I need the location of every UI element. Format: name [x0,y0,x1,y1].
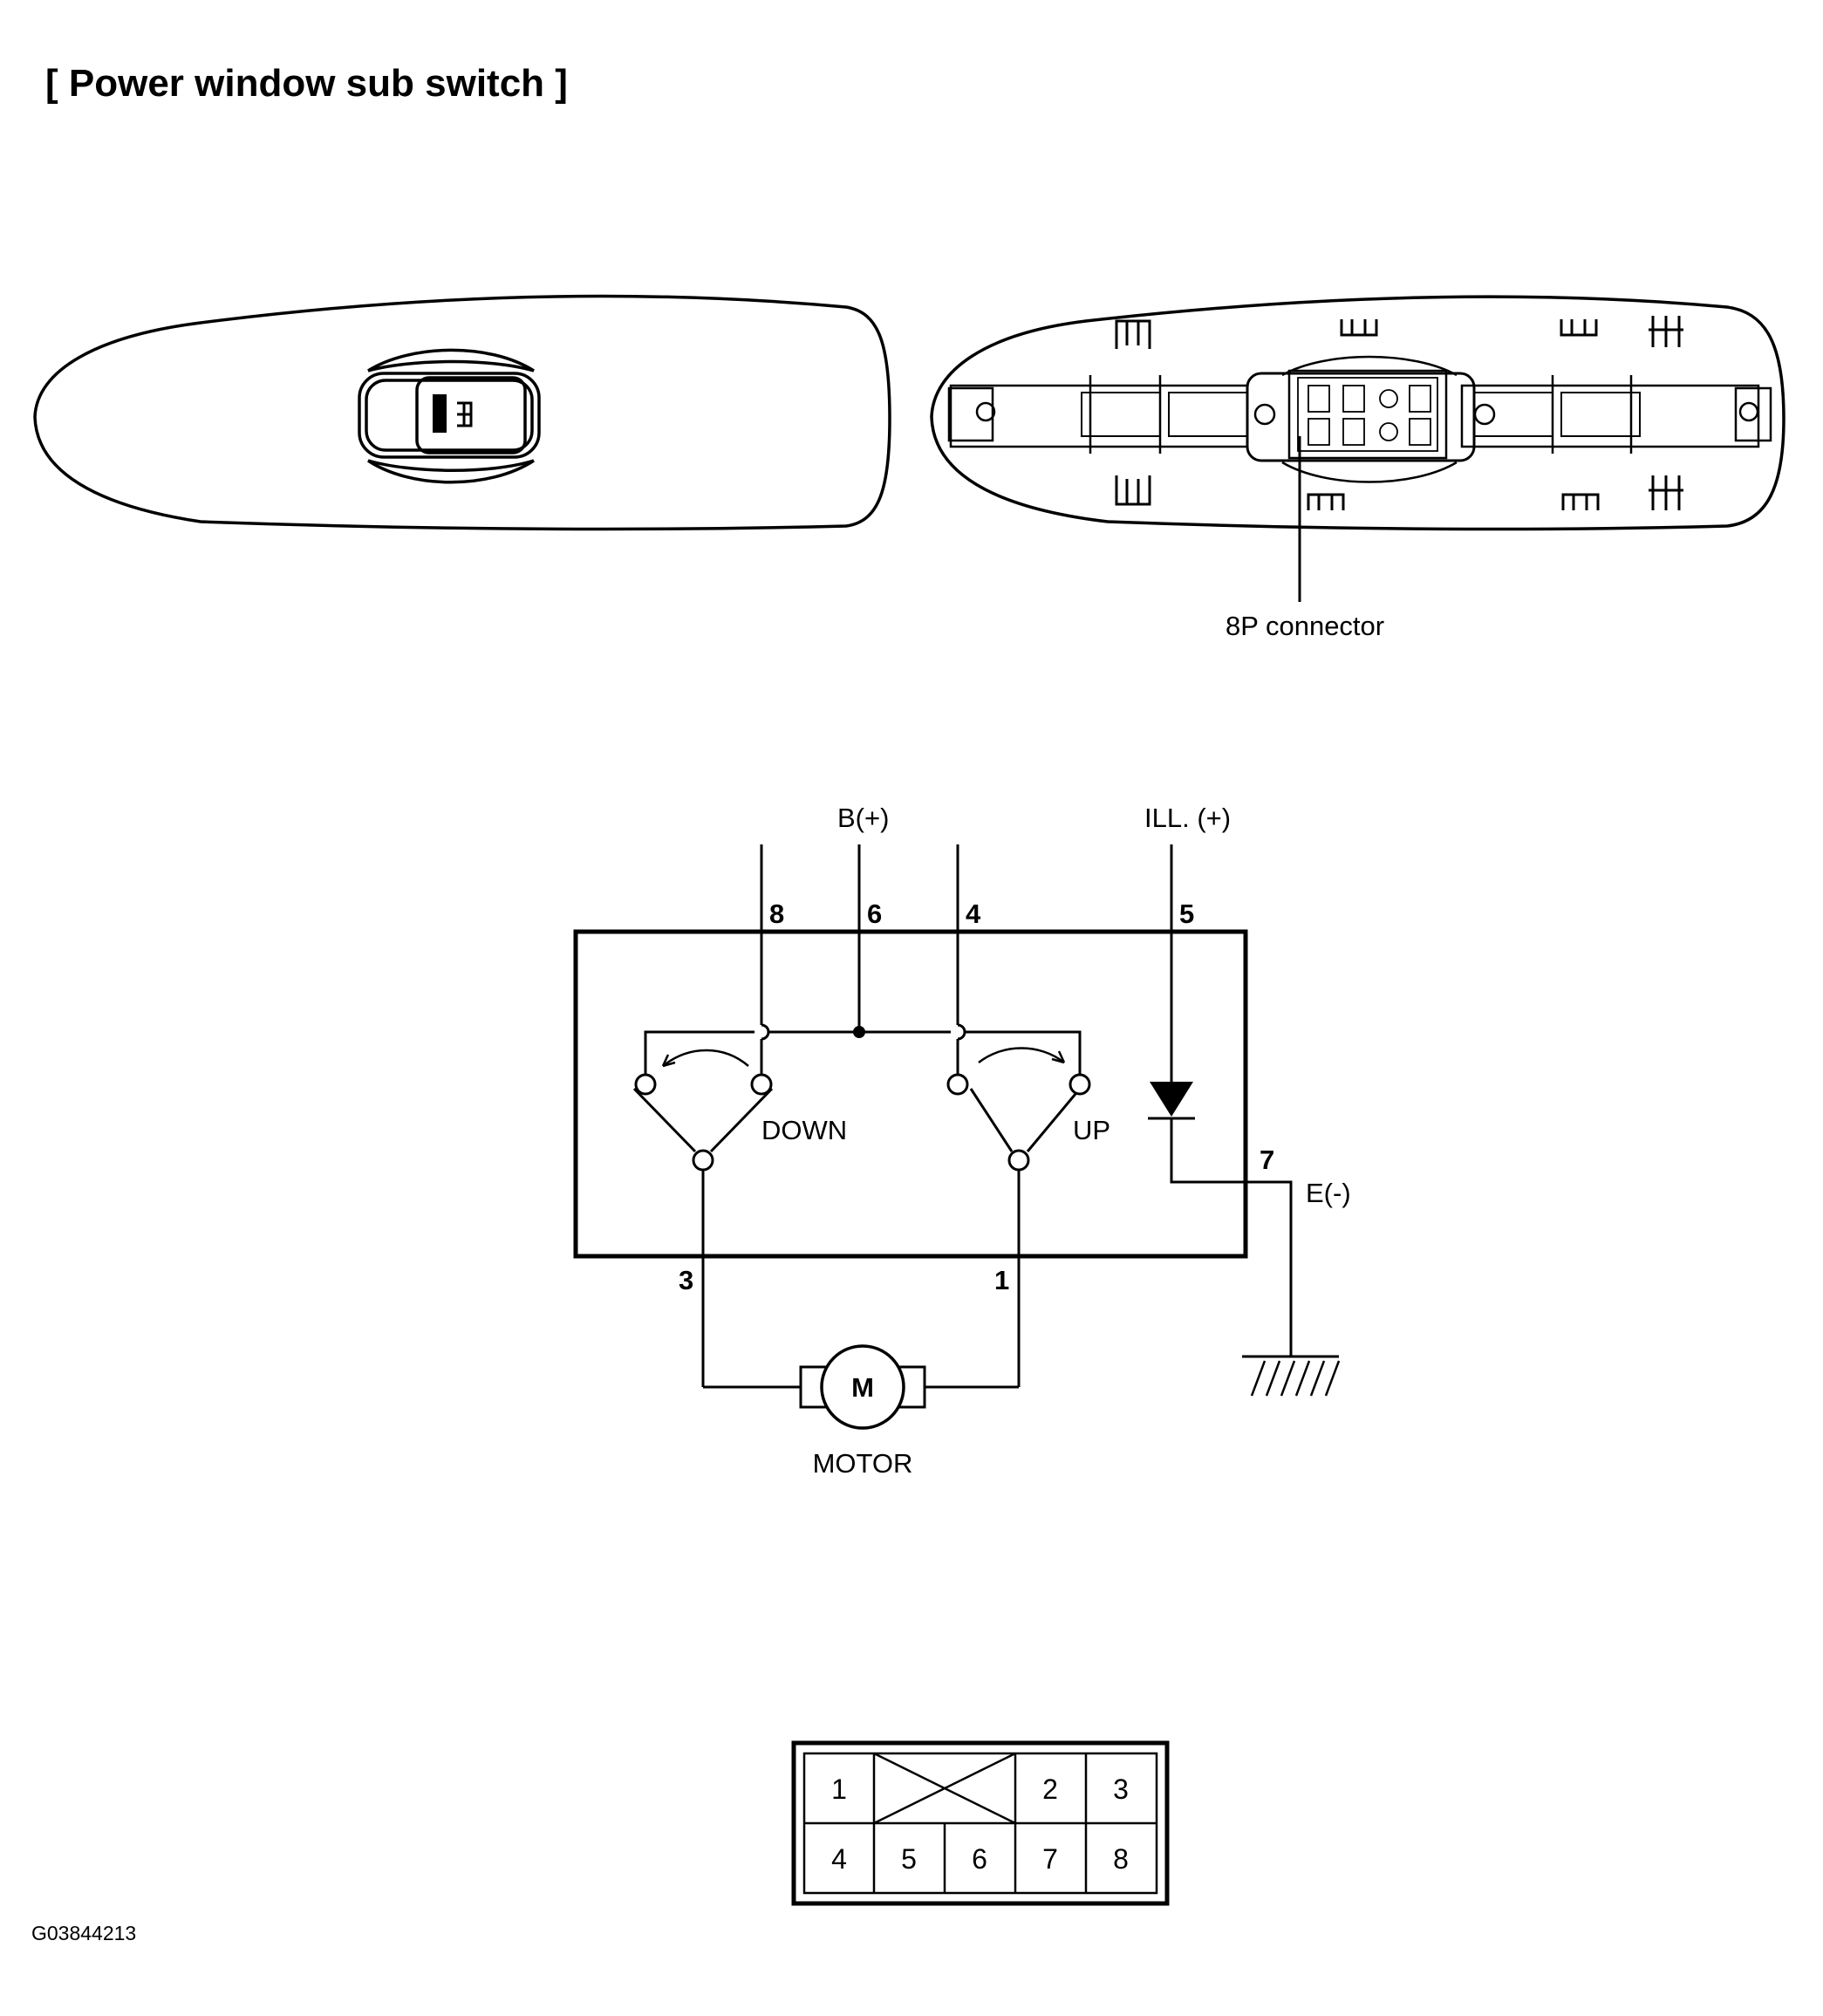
x-cross-icon [873,1752,1016,1825]
switch-knob-marking [433,394,447,433]
diagram-title: [ Power window sub switch ] [45,62,568,105]
motor-symbol: M [851,1372,874,1403]
cavity-8: 8 [1113,1843,1129,1875]
illumination-label: ILL. (+) [1144,803,1231,833]
down-contact-right [750,1073,773,1096]
cavity-3: 3 [1113,1773,1129,1805]
down-common-contact [692,1149,714,1172]
cavity-1: 1 [831,1773,847,1805]
pin-4-label: 4 [966,899,981,929]
cavity-6: 6 [972,1843,987,1875]
switch-front-view [33,294,891,531]
retention-clip-marks [1115,316,1683,510]
schematic: DOWN UP M MOTOR [573,803,1351,1479]
8p-connector-body [1287,369,1448,460]
down-arrow-icon [662,1049,749,1067]
down-contact-left [634,1073,657,1096]
ground-icon [1242,1355,1341,1397]
pin-8-label: 8 [769,899,784,929]
switch-housing-box [573,929,1248,1259]
down-label: DOWN [761,1115,847,1145]
cavity-5: 5 [901,1843,917,1875]
switch-rear-view [930,295,1785,531]
motor-label: MOTOR [813,1448,913,1479]
pin-5-label: 5 [1179,899,1194,929]
connector-callout: 8P connector [1226,611,1384,641]
up-common-contact [1007,1149,1030,1172]
connector-face: 1 2 3 4 5 6 7 8 [791,1740,1170,1906]
cavity-4: 4 [831,1843,847,1875]
cavity-7: 7 [1042,1843,1058,1875]
figure-code: G03844213 [31,1922,136,1944]
up-arrow-icon [978,1047,1065,1063]
pin-3-label: 3 [679,1265,693,1295]
cavity-2: 2 [1042,1773,1058,1805]
supply-label: B(+) [837,803,889,833]
motor-icon [799,1344,926,1430]
up-contact-left [946,1073,969,1096]
window-symbol-icon [457,401,473,427]
pin-1-label: 1 [994,1265,1009,1295]
up-label: UP [1073,1115,1110,1145]
pin-6-label: 6 [867,899,882,929]
pin-7-label: 7 [1260,1145,1274,1175]
illumination-diode-icon [1150,1082,1193,1117]
up-contact-right [1069,1073,1091,1096]
ground-label: E(-) [1306,1178,1351,1208]
